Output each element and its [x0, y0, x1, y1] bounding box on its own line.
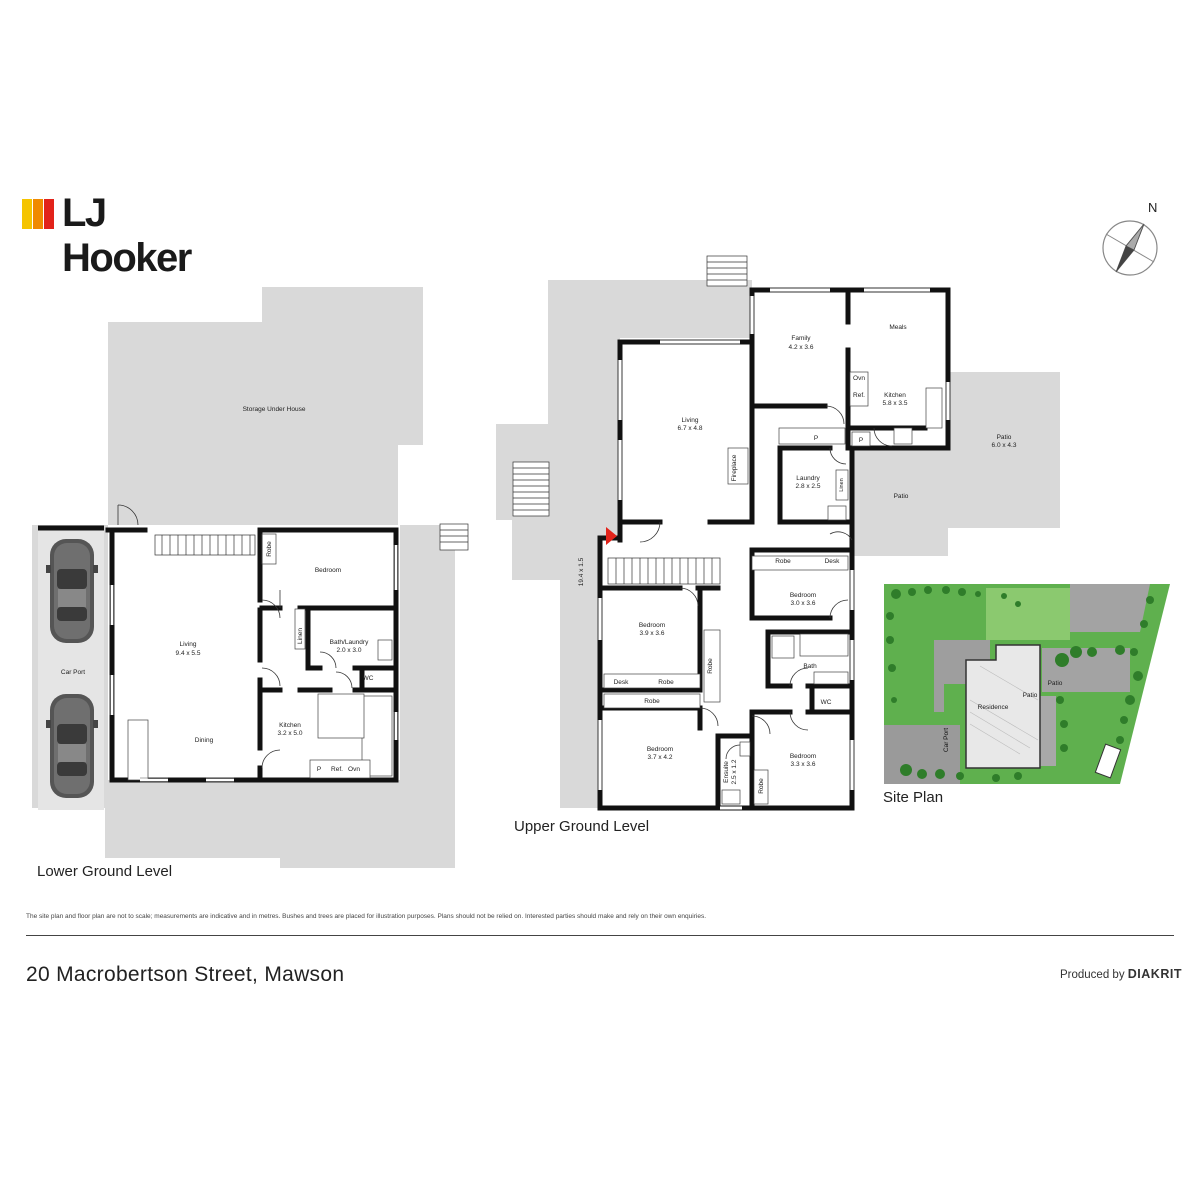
label-patio-large-size: 6.0 x 4.3: [992, 442, 1017, 449]
upper-deck: [512, 280, 752, 808]
label-robe-bed4: Robe: [758, 778, 765, 794]
label-laundry: Laundry: [796, 475, 820, 482]
divider: [26, 935, 1174, 936]
logo-stripe-yellow: [22, 199, 32, 229]
label-site-carport: Car Port: [943, 728, 950, 752]
lower-outdoor-stairs: [439, 523, 469, 551]
patio-large: [948, 372, 1060, 528]
label-robe-bed3: Robe: [644, 698, 660, 705]
label-deck-size: 19.4 x 1.5: [578, 557, 585, 586]
compass-north-label: N: [1148, 200, 1157, 215]
label-upper-linen: Linen: [839, 478, 845, 491]
label-bed2: Bedroom: [790, 592, 816, 599]
logo-stripe-red: [44, 199, 54, 229]
label-upper-kitchen-size: 5.8 x 3.5: [883, 400, 908, 407]
label-lower-linen: Linen: [297, 628, 304, 644]
label-site-residence: Residence: [978, 704, 1009, 711]
label-carport: Car Port: [61, 669, 85, 676]
label-lower-ref: Ref.: [331, 766, 343, 773]
label-lower-living: Living: [180, 641, 197, 648]
upper-level-title: Upper Ground Level: [514, 818, 650, 835]
label-robe-hall: Robe: [707, 658, 714, 674]
north-compass-icon: N: [1102, 200, 1158, 276]
label-desk-bed1: Desk: [614, 679, 630, 686]
label-patio-large: Patio: [997, 434, 1012, 441]
label-ensuite: Ensuite: [723, 761, 730, 783]
disclaimer: The site plan and floor plan are not to …: [26, 913, 706, 920]
label-lower-dining: Dining: [195, 737, 214, 744]
upper-top-stairs: [706, 255, 748, 287]
label-bed1: Bedroom: [639, 622, 665, 629]
label-lower-living-size: 9.4 x 5.5: [176, 650, 201, 657]
producer-prefix: Produced by: [1060, 969, 1125, 981]
label-bed1-size: 3.9 x 3.6: [640, 630, 665, 637]
label-meals: Meals: [889, 324, 907, 331]
label-lower-pantry: P: [317, 766, 321, 773]
site-driveway-right: [1070, 584, 1150, 632]
label-robe-bed1: Robe: [658, 679, 674, 686]
label-desk-bed2: Desk: [825, 558, 841, 565]
lower-interior: [108, 528, 396, 780]
brand-logo: LJ Hooker: [22, 191, 232, 280]
label-upper-ref: Ref.: [853, 392, 865, 399]
label-lower-kitchen: Kitchen: [279, 722, 301, 729]
storage-area: [108, 287, 423, 525]
label-bed3-size: 3.7 x 4.2: [648, 754, 673, 761]
label-bed2-size: 3.0 x 3.6: [791, 600, 816, 607]
site-lawn-light: [986, 588, 1070, 640]
label-bed4-size: 3.3 x 3.6: [791, 761, 816, 768]
label-lower-robe: Robe: [266, 541, 273, 557]
label-bath-laundry-size: 2.0 x 3.0: [337, 647, 362, 654]
producer-credit: Produced by DIAKRIT: [1060, 967, 1182, 981]
lower-level-title: Lower Ground Level: [37, 863, 173, 880]
label-site-patio-2: Patio: [1048, 680, 1063, 687]
brand-name: LJ Hooker: [62, 191, 192, 280]
car-icon: [46, 694, 98, 798]
label-family-size: 4.2 x 3.6: [789, 344, 814, 351]
label-upper-wc: WC: [821, 699, 832, 706]
label-lower-bedroom: Bedroom: [315, 567, 341, 574]
label-fireplace: Fireplace: [731, 454, 738, 481]
lower-stairs: [154, 534, 256, 556]
label-upper-kitchen: Kitchen: [884, 392, 906, 399]
label-upper-living-size: 6.7 x 4.8: [678, 425, 703, 432]
property-address: 20 Macrobertson Street, Mawson: [26, 963, 345, 986]
site-path: [934, 640, 990, 712]
label-bed4: Bedroom: [790, 753, 816, 760]
label-upper-oven: Ovn: [853, 375, 865, 382]
label-upper-pantry-2: P: [859, 437, 863, 444]
site-residence: [965, 644, 1041, 769]
label-lower-kitchen-size: 3.2 x 5.0: [278, 730, 303, 737]
label-upper-living: Living: [682, 417, 699, 424]
label-site-patio-1: Patio: [1023, 692, 1038, 699]
upper-ground-level: Family 4.2 x 3.6 Meals Ovn Ref. Kitchen …: [496, 255, 1060, 811]
label-storage: Storage Under House: [243, 406, 306, 413]
label-bath: Bath: [803, 663, 817, 670]
upper-internal-stairs: [607, 557, 721, 585]
label-family: Family: [791, 335, 811, 342]
site-plan-title: Site Plan: [883, 789, 944, 806]
site-plan: Residence Patio Patio Car Port: [884, 584, 1170, 784]
car-icon: [46, 539, 98, 643]
label-bath-laundry: Bath/Laundry: [330, 639, 369, 646]
site-patio-area: [1040, 696, 1056, 766]
lower-ground-level: Storage Under House Bedroom Robe Linen B…: [32, 287, 469, 868]
label-upper-pantry-1: P: [814, 435, 818, 442]
logo-stripe-orange: [33, 199, 43, 229]
label-bed3: Bedroom: [647, 746, 673, 753]
site-trees: [886, 586, 1154, 782]
label-laundry-size: 2.8 x 2.5: [796, 483, 821, 490]
label-patio-small: Patio: [894, 493, 909, 500]
upper-left-stairs: [512, 461, 550, 517]
patio-small: [852, 448, 948, 556]
producer-name: DIAKRIT: [1127, 967, 1182, 981]
label-lower-wc: WC: [363, 675, 374, 682]
label-ensuite-size: 2.5 x 1.2: [731, 759, 738, 784]
site-shed: [1094, 743, 1122, 779]
entry-marker-icon: [606, 527, 617, 545]
label-lower-oven: Ovn: [348, 766, 360, 773]
label-robe-bed2: Robe: [775, 558, 791, 565]
